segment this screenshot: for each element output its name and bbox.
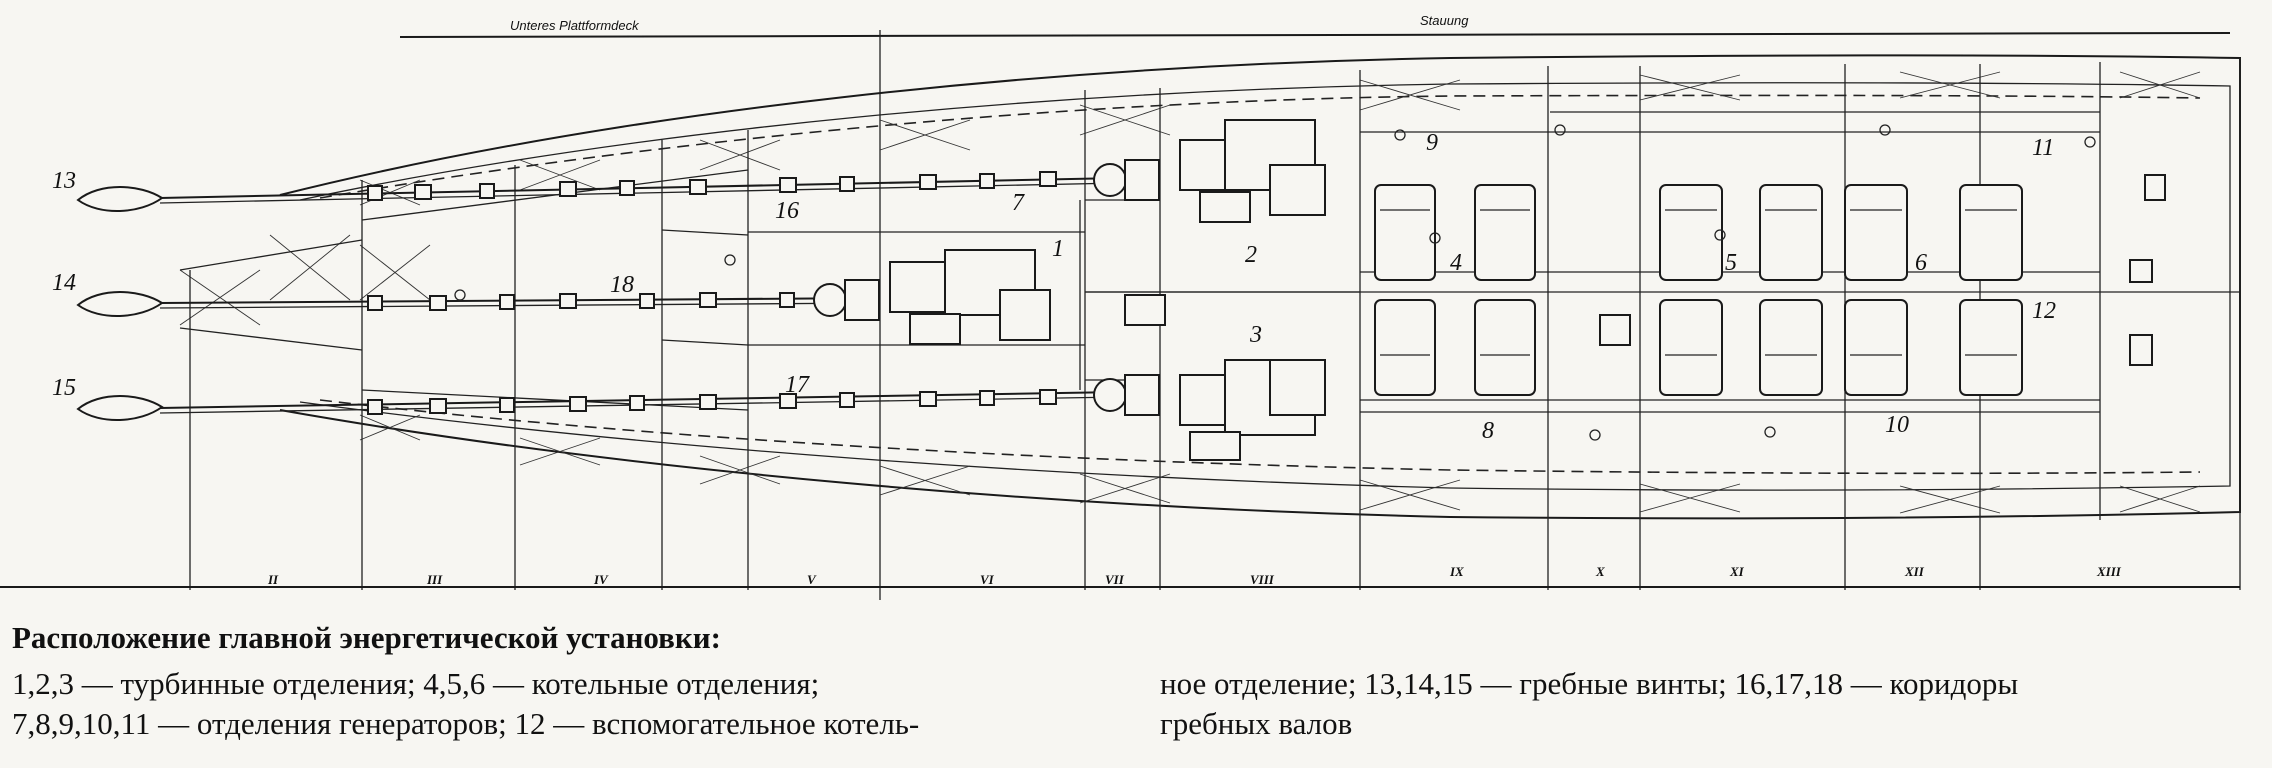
auxiliary-units (454, 124, 2166, 441)
section-label-v: V (807, 572, 817, 587)
section-label-vii: VII (1105, 572, 1125, 587)
compartment-label-5: 5 (1725, 250, 1737, 276)
compartment-label-15: 15 (52, 375, 76, 401)
hull-inner-outline (299, 82, 2231, 491)
compartment-label-6: 6 (1915, 250, 1927, 276)
caption-title: Расположение главной энергетической уста… (12, 620, 721, 655)
compartment-label-18: 18 (610, 272, 634, 298)
figure-caption: Расположение главной энергетической уста… (0, 612, 2272, 768)
deck-label: Unteres Plattformdeck (510, 18, 640, 33)
compartment-label-16: 16 (775, 198, 799, 224)
stowage-label: Stauung (1420, 13, 1469, 28)
compartment-labels: 1 2 3 4 5 6 7 8 9 10 11 12 13 14 15 16 1… (52, 130, 2056, 444)
compartment-label-12: 12 (2032, 298, 2056, 324)
compartment-label-2: 2 (1245, 242, 1257, 268)
boilers (1374, 184, 2023, 396)
hull-lower-dashed (319, 399, 2201, 475)
caption-right-column: ное отделение; 13,14,15 — гребные винты;… (1160, 664, 2260, 744)
machinery-plan: Unteres Plattformdeck Stauung (0, 13, 2241, 600)
compartment-label-1: 1 (1052, 236, 1064, 262)
caption-line-1: 1,2,3 — турбинные отделения; 4,5,6 — кот… (12, 666, 820, 701)
section-label-viii: VIII (1250, 572, 1275, 587)
compartment-label-13: 13 (52, 168, 76, 194)
compartment-label-11: 11 (2032, 135, 2054, 161)
section-label-vi: VI (980, 572, 995, 587)
compartment-label-3: 3 (1249, 322, 1262, 348)
compartment-label-17: 17 (785, 372, 810, 398)
shaft-couplings (367, 171, 1057, 415)
caption-line-4: гребных валов (1160, 706, 1353, 741)
compartment-label-8: 8 (1482, 418, 1494, 444)
compartment-label-4: 4 (1450, 250, 1462, 276)
section-label-ix: IX (1449, 564, 1464, 579)
propeller-bosses (76, 186, 164, 421)
section-label-xi: XI (1729, 564, 1745, 579)
compartment-label-14: 14 (52, 270, 76, 296)
section-numerals: II III IV V VI VII VIII IX X XI XII XIII (267, 564, 2122, 587)
deck-header-rule (399, 32, 2231, 38)
section-label-xiii: XIII (2096, 564, 2122, 579)
caption-line-2: 7,8,9,10,11 — отделения генераторов; 12 … (12, 706, 920, 741)
hull-upper-dashed (319, 94, 2201, 199)
section-label-iii: III (426, 572, 443, 587)
section-label-xii: XII (1904, 564, 1925, 579)
compartment-label-9: 9 (1426, 130, 1438, 156)
section-frame-lines (189, 58, 2241, 590)
section-label-iv: IV (593, 572, 609, 587)
caption-left-column: 1,2,3 — турбинные отделения; 4,5,6 — кот… (12, 664, 1092, 744)
compartment-label-7: 7 (1012, 190, 1025, 216)
turbine-gear-sets (813, 119, 1326, 461)
caption-line-3: ное отделение; 13,14,15 — гребные винты;… (1160, 666, 2019, 701)
section-label-x: X (1595, 564, 1605, 579)
section-label-ii: II (267, 572, 279, 587)
compartment-label-10: 10 (1885, 412, 1909, 438)
